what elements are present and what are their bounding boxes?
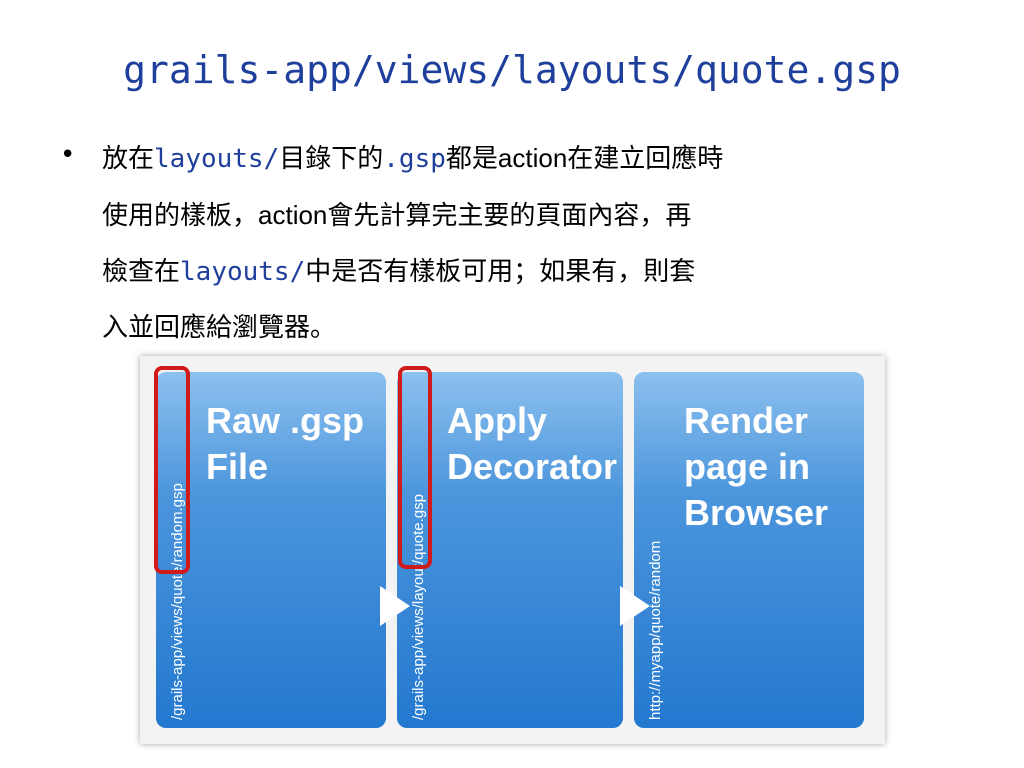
bullet-paragraph: 放在layouts/目錄下的.gsp都是action在建立回應時使用的樣板，ac…: [102, 130, 972, 356]
arrow-right-icon: [380, 586, 410, 626]
paragraph-line: 放在layouts/目錄下的.gsp都是action在建立回應時: [102, 130, 972, 187]
panel-path-text-1: /grails-app/views/quote/random.gsp: [169, 483, 186, 720]
panel-path-text-2: /grails-app/views/layout/quote.gsp: [410, 494, 427, 720]
text-run: action: [258, 200, 328, 230]
text-run: layouts/: [180, 257, 306, 287]
text-run: 會先計算完主要的頁面內容，再: [327, 201, 692, 231]
text-run: 使用的樣板，: [102, 201, 259, 231]
panel-title-3: Render page in Browser: [684, 400, 829, 533]
panel-path-1: /grails-app/views/quote/random.gsp: [169, 483, 186, 720]
path-highlight-1: [154, 366, 190, 574]
text-run: 入並回應給瀏覽器。: [102, 313, 337, 343]
flow-diagram: /grails-app/views/quote/random.gsp Raw .…: [140, 356, 885, 744]
panel-apply-decorator: /grails-app/views/layout/quote.gsp Apply…: [397, 372, 623, 728]
panel-path-3: http://myapp/quote/random: [647, 541, 664, 720]
path-highlight-2: [398, 366, 432, 569]
text-run: 在建立回應時: [567, 144, 724, 174]
panel-title-2: Apply Decorator: [447, 400, 618, 487]
text-run: 放在: [102, 144, 155, 174]
text-run: action: [497, 143, 568, 173]
text-run: 都是: [445, 144, 498, 174]
slide-title: grails-app/views/layouts/quote.gsp: [123, 48, 901, 92]
text-run: 目錄下的: [279, 144, 384, 174]
panel-path-text-3: http://myapp/quote/random: [647, 541, 664, 720]
arrow-right-icon: [620, 586, 650, 626]
paragraph-line: 檢查在layouts/中是否有樣板可用；如果有，則套: [102, 244, 972, 300]
text-run: 檢查在: [102, 257, 181, 287]
text-run: .gsp: [383, 144, 446, 174]
panel-title-1: Raw .gsp File: [206, 400, 365, 487]
paragraph-line: 入並回應給瀏覽器。: [102, 300, 972, 356]
text-run: layouts/: [154, 144, 280, 174]
panel-path-2: /grails-app/views/layout/quote.gsp: [410, 494, 427, 720]
paragraph-line: 使用的樣板，action會先計算完主要的頁面內容，再: [102, 187, 972, 244]
text-run: 中是否有樣板可用；如果有，則套: [305, 257, 696, 287]
panel-raw-gsp: /grails-app/views/quote/random.gsp Raw .…: [156, 372, 386, 728]
bullet-marker: •: [60, 140, 76, 170]
panel-render-browser: http://myapp/quote/random Render page in…: [634, 372, 864, 728]
